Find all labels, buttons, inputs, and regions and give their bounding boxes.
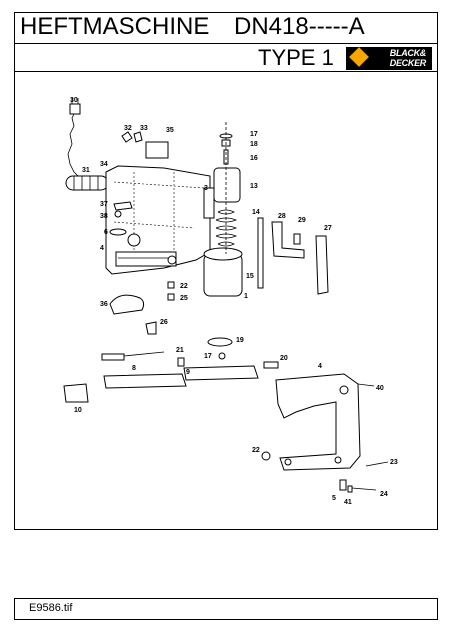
screw-part (261, 451, 271, 461)
brand-logo: BLACK& DECKER (346, 47, 432, 70)
clip-part (121, 131, 133, 143)
callout-28: 28 (278, 213, 286, 220)
callout-4b: 4 (318, 363, 322, 370)
washer-part (207, 337, 233, 347)
callout-34: 34 (100, 161, 108, 168)
staple-magazine (63, 351, 259, 403)
callout-22b: 22 (252, 447, 260, 454)
bracket-part (145, 321, 157, 335)
screw-part (167, 281, 175, 289)
callout-3: 3 (204, 185, 208, 192)
screw-part (365, 461, 389, 467)
capacitor-part (145, 141, 169, 159)
callout-30: 30 (70, 97, 78, 104)
guide-rod (257, 217, 264, 289)
power-cord (67, 98, 81, 179)
grommet-part (109, 294, 145, 315)
washer-part (109, 228, 127, 236)
clip-part (218, 352, 226, 360)
callout-21: 21 (176, 347, 184, 354)
spring-part (114, 210, 122, 218)
main-housing (105, 165, 211, 275)
callout-27: 27 (324, 225, 332, 232)
callout-25: 25 (180, 295, 188, 302)
callout-10: 10 (74, 407, 82, 414)
handle-grip (65, 175, 109, 191)
callout-40: 40 (376, 385, 384, 392)
callout-5: 5 (332, 495, 336, 502)
type-label: TYPE 1 (258, 45, 334, 70)
base-frame (275, 373, 361, 471)
callout-15: 15 (246, 273, 254, 280)
exploded-view-diagram: 30 32 33 35 34 31 37 38 6 4 17 18 16 3 1… (63, 97, 398, 506)
callout-23: 23 (390, 459, 398, 466)
header-row-title: HEFTMASCHINE DN418-----A (14, 12, 438, 44)
switch-part (133, 131, 143, 143)
logo-diamond-icon (349, 47, 369, 67)
callout-17a: 17 (250, 131, 258, 138)
callout-38: 38 (100, 213, 108, 220)
pin-part (263, 361, 279, 369)
logo-text-line2: DECKER (389, 58, 427, 68)
callout-29: 29 (298, 217, 306, 224)
callout-13: 13 (250, 183, 258, 190)
lever-part (271, 221, 305, 259)
sheet-frame (14, 12, 438, 530)
header-row-type: TYPE 1 (14, 44, 438, 72)
callout-37: 37 (100, 201, 108, 208)
callout-24: 24 (380, 491, 388, 498)
callout-1: 1 (244, 293, 248, 300)
callout-6: 6 (104, 229, 108, 236)
callout-16: 16 (250, 155, 258, 162)
callout-8: 8 (132, 365, 136, 372)
driver-plate (315, 235, 329, 295)
footer-box: E9586.tif (14, 598, 438, 620)
solenoid-assembly (203, 122, 243, 297)
screw-part (351, 487, 377, 491)
callout-9: 9 (186, 369, 190, 376)
callout-36: 36 (100, 301, 108, 308)
spacer-part (339, 479, 347, 491)
footer-filename: E9586.tif (29, 602, 73, 614)
nut-part (177, 357, 185, 367)
lever-spring (293, 233, 301, 245)
callout-14: 14 (252, 209, 260, 216)
screw-part (167, 293, 175, 301)
callout-19: 19 (236, 337, 244, 344)
callout-17b: 17 (204, 353, 212, 360)
model-number: DN418-----A (234, 13, 365, 40)
logo-text-line1: BLACK& (389, 48, 427, 58)
callout-32: 32 (124, 125, 132, 132)
screw-part (357, 383, 375, 387)
trigger-part (113, 201, 133, 211)
nut-part (347, 485, 353, 493)
callout-35: 35 (166, 127, 174, 134)
callout-41: 41 (344, 499, 352, 506)
page-title: HEFTMASCHINE (20, 13, 210, 40)
callout-33: 33 (140, 125, 148, 132)
callout-20: 20 (280, 355, 288, 362)
callout-22a: 22 (180, 283, 188, 290)
callout-26: 26 (160, 319, 168, 326)
callout-18: 18 (250, 141, 258, 148)
callout-4a: 4 (100, 245, 104, 252)
callout-31: 31 (82, 167, 90, 174)
